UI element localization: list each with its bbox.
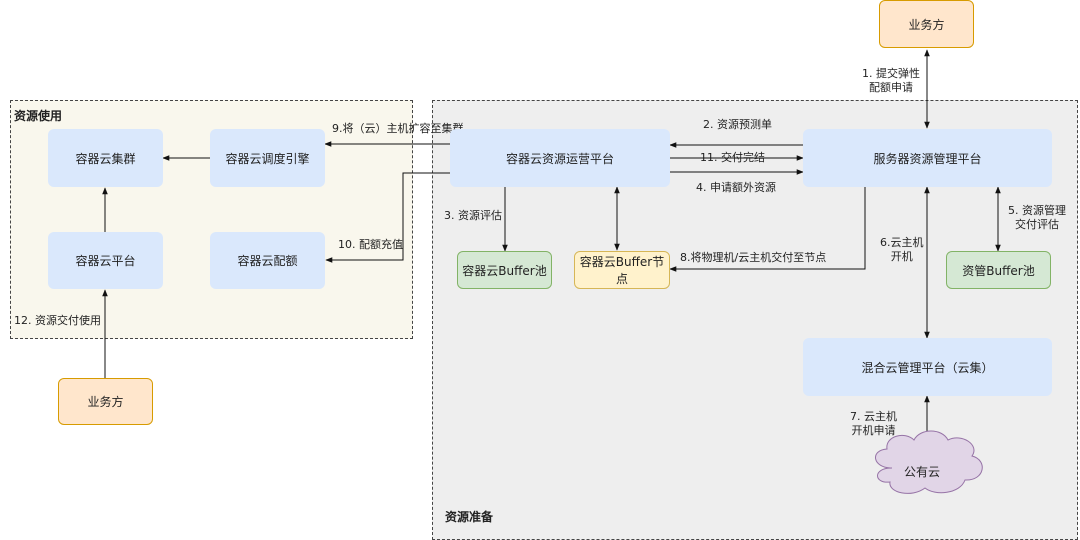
container-cloud-cluster[interactable]: 容器云集群 (48, 129, 163, 187)
edge-6-label: 6.云主机 开机 (880, 236, 924, 263)
edge-3-label: 3. 资源评估 (444, 209, 502, 222)
public-cloud-label[interactable]: 公有云 (904, 465, 941, 479)
container-ops-platform[interactable]: 容器云资源运营平台 (450, 129, 670, 187)
resource-usage-title: 资源使用 (14, 109, 63, 123)
server-resource-mgmt-platform[interactable]: 服务器资源管理平台 (803, 129, 1052, 187)
container-buffer-pool[interactable]: 容器云Buffer池 (457, 251, 552, 289)
resource-buffer-pool[interactable]: 资管Buffer池 (946, 251, 1051, 289)
business-party-bottom[interactable]: 业务方 (58, 378, 153, 425)
edge-4-label: 4. 申请额外资源 (696, 181, 776, 194)
container-cloud-scheduler[interactable]: 容器云调度引擎 (210, 129, 325, 187)
container-cloud-platform[interactable]: 容器云平台 (48, 232, 163, 289)
hybrid-cloud-mgmt-platform[interactable]: 混合云管理平台（云集） (803, 338, 1052, 396)
edge-1-label: 1. 提交弹性 配额申请 (862, 67, 920, 94)
public-cloud-shape (875, 430, 983, 494)
edge-9-label: 9.将（云）主机扩容至集群 (332, 122, 464, 135)
container-buffer-node[interactable]: 容器云Buffer节点 (574, 251, 670, 289)
resource-prep-title: 资源准备 (445, 510, 494, 524)
edge-8-label: 8.将物理机/云主机交付至节点 (680, 251, 827, 264)
edge-12-label: 12. 资源交付使用 (14, 314, 101, 327)
edge-7-label: 7. 云主机 开机申请 (850, 410, 897, 437)
edge-10-label: 10. 配额充值 (338, 238, 403, 251)
container-cloud-quota[interactable]: 容器云配额 (210, 232, 325, 289)
edge-5-label: 5. 资源管理 交付评估 (1008, 204, 1066, 231)
edge-8 (669, 187, 866, 272)
edge-11-label: 11. 交付完结 (700, 151, 765, 164)
edge-2-label: 2. 资源预测单 (703, 118, 772, 131)
business-party-top[interactable]: 业务方 (879, 0, 974, 48)
edge-10 (325, 172, 450, 263)
